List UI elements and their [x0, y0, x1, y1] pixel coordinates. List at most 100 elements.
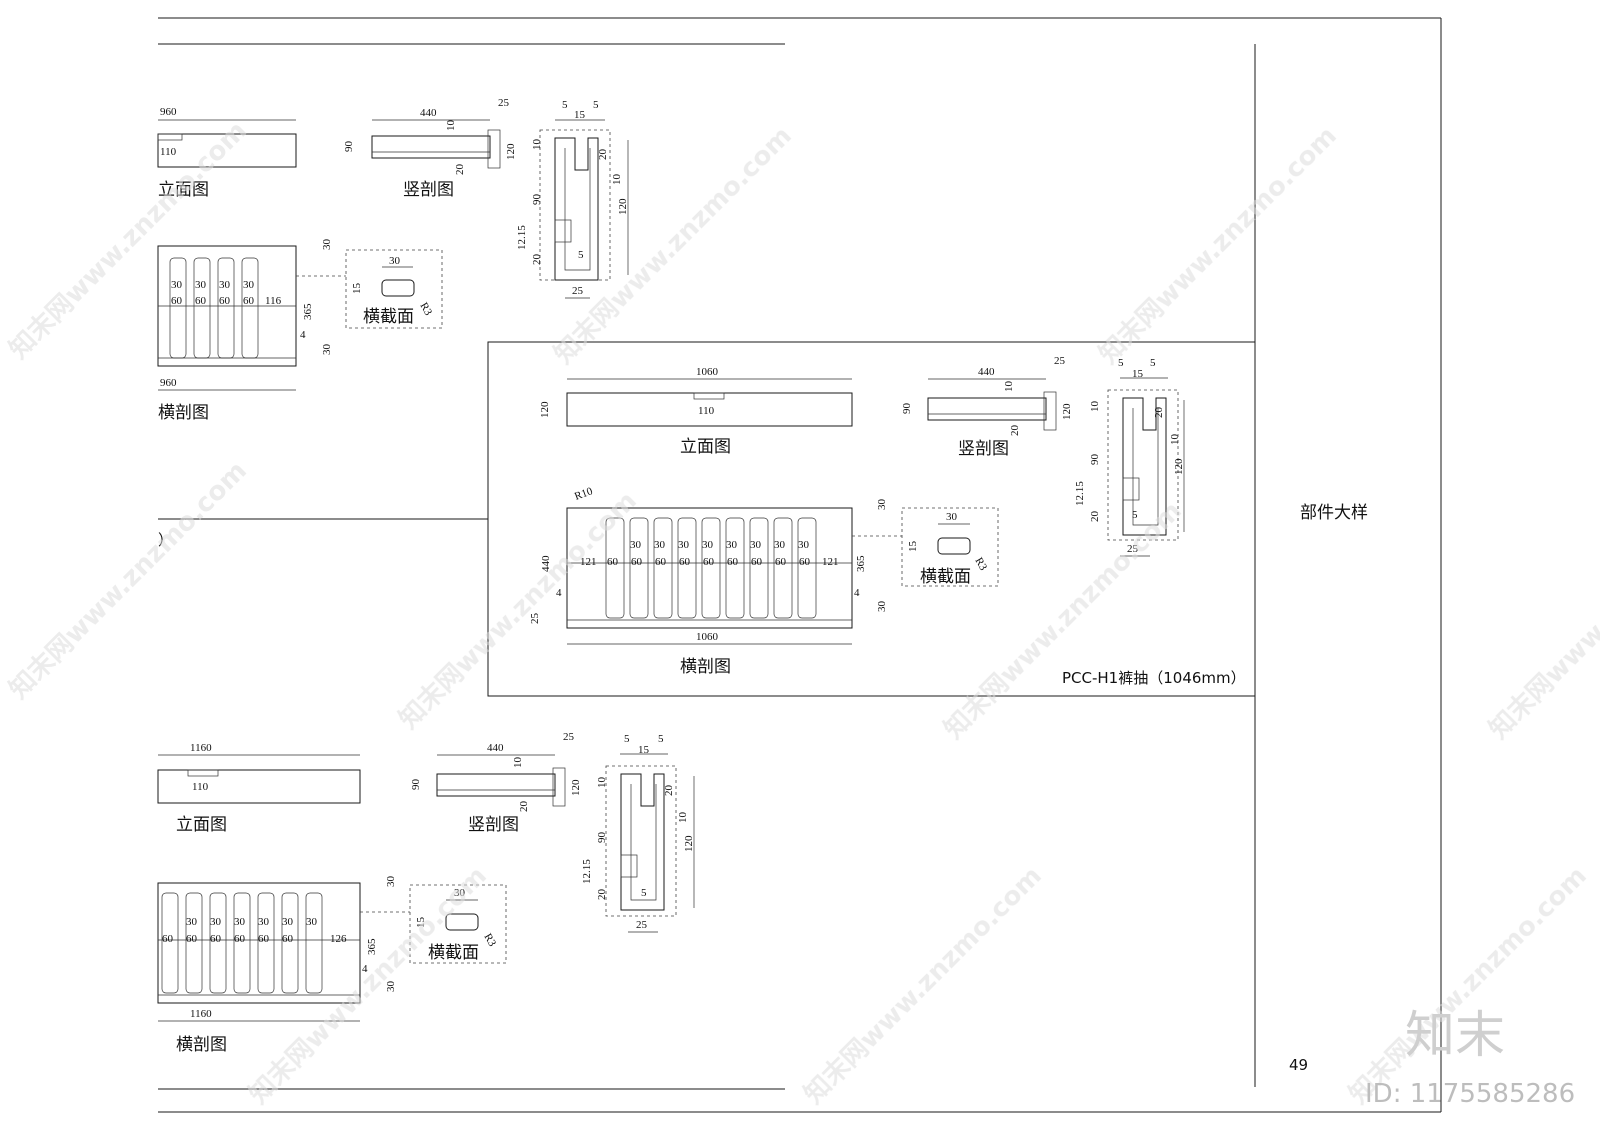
dim-pitch: 60	[171, 295, 183, 307]
drawer-bot-profile: 5 15 5 10 90 12.15 20 5 20 10 120 25	[581, 733, 695, 933]
dim-width: 1160	[190, 1008, 212, 1020]
dim-len: 440	[978, 366, 995, 378]
dim-slot: 30	[306, 916, 318, 928]
dim-groove2: 20	[1089, 511, 1101, 523]
dim-slot: 30	[702, 539, 714, 551]
slot	[193, 257, 211, 359]
dim-top-b: 15	[574, 109, 586, 121]
dim-slot: 30	[774, 539, 786, 551]
dim-spacer: 12.15	[581, 859, 593, 884]
view-label-cross: 横截面	[920, 567, 971, 587]
slot	[677, 517, 697, 619]
dim-lip: 10	[445, 120, 457, 132]
dim-cw: 30	[389, 255, 401, 267]
page-number: 49	[1289, 1056, 1308, 1074]
id-label: ID: 1175585286	[1365, 1079, 1575, 1109]
dim-slot: 30	[171, 279, 183, 291]
drawer-mid-frame	[487, 341, 1256, 697]
dim-total: 120	[1061, 403, 1073, 420]
dim-slot: 30	[186, 916, 198, 928]
drawer-mid-vsection: 440 25 90 10 20 120 竖剖图	[901, 355, 1073, 459]
slot	[701, 517, 721, 619]
dim-pitch: 60	[631, 556, 643, 568]
dim-groove: 20	[518, 801, 530, 813]
dim-depth: 365	[302, 303, 314, 320]
dim-h2: 90	[531, 194, 543, 206]
dim-notch: 5	[641, 887, 647, 899]
dim-top-a2: 5	[593, 99, 599, 111]
dim-lip2: 10	[596, 777, 608, 789]
dim-radius: R10	[573, 485, 595, 503]
dim-edge: 30	[321, 344, 333, 356]
dim-total2: 120	[617, 198, 629, 215]
dim-handle: 110	[698, 405, 715, 417]
dim-edge: 30	[385, 981, 397, 993]
dim-pitch: 60	[210, 933, 222, 945]
drawer-bot-elevation: 1160 110 立面图	[157, 742, 361, 835]
drawer-bot-cross: 30 15 R3 横截面	[360, 884, 507, 964]
view-label-hsection: 横剖图	[158, 403, 209, 423]
dim-groove2: 20	[596, 889, 608, 901]
dim-pitch: 60	[219, 295, 231, 307]
view-label-cross: 横截面	[428, 943, 479, 963]
dim-height: 120	[539, 401, 551, 418]
dim-slot: 30	[282, 916, 294, 928]
drawer-caption: PCC-H1裤抽（1046mm）	[1062, 669, 1246, 687]
dim-base: 25	[572, 285, 584, 297]
dim-pitch: 60	[703, 556, 715, 568]
dim-lip3: 10	[1169, 434, 1181, 446]
slot	[217, 257, 235, 359]
dim-handle: 110	[192, 781, 209, 793]
dim-end: 116	[265, 295, 282, 307]
dim-top-a: 5	[624, 733, 630, 745]
dim-edge: 30	[321, 239, 333, 251]
dim-pitch: 60	[258, 933, 270, 945]
drawer-mid-elevation: 1060 110 120 立面图	[539, 366, 853, 457]
slot	[233, 892, 251, 994]
dim-pitch: 60	[775, 556, 787, 568]
slot	[169, 257, 187, 359]
watermark-text: 知末网www.znzmo.com	[549, 121, 798, 370]
watermark-text: 知末网www.znzmo.com	[244, 861, 493, 1110]
dim-slot: 30	[210, 916, 222, 928]
drawer-top-elevation: 960 110 立面图	[157, 106, 297, 200]
slot	[161, 892, 179, 994]
dim-cw: 30	[946, 511, 958, 523]
dim-groove3: 20	[663, 785, 675, 797]
watermark-layer: 知末网www.znzmo.com 知末网www.znzmo.com 知末网www…	[4, 116, 1600, 1110]
slot	[797, 517, 817, 619]
dim-base: 25	[1127, 543, 1139, 555]
slot	[209, 892, 227, 994]
dim-rail: 4	[556, 587, 562, 599]
dim-depth: 440	[540, 555, 552, 572]
dim-slot: 30	[234, 916, 246, 928]
dim-groove3: 20	[597, 149, 609, 161]
dim-slot: 30	[798, 539, 810, 551]
sheet-frame: 部件大样 49	[158, 17, 1442, 1113]
dim-width: 1060	[696, 631, 719, 643]
watermark-text: 知末网www.znzmo.com	[799, 861, 1048, 1110]
dim-edge: 30	[876, 601, 888, 613]
dim-inner-depth: 365	[855, 555, 867, 572]
slot	[241, 257, 259, 359]
drawer-mid-hsection: R10 30 30 30 30 30 30 30 30 121 60 60	[529, 485, 888, 677]
slot-row	[605, 517, 817, 619]
dim-pitch: 60	[679, 556, 691, 568]
dim-total: 120	[505, 143, 517, 160]
dim-rail: 4	[300, 329, 306, 341]
dim-cr: R3	[972, 556, 989, 574]
slot	[725, 517, 745, 619]
dim-ch: 15	[415, 917, 427, 929]
dim-cr: R3	[481, 932, 498, 950]
dim-top-a2: 5	[1150, 357, 1156, 369]
dim-depth: 365	[366, 938, 378, 955]
dim-top-a2: 5	[658, 733, 664, 745]
dim-end: 126	[330, 933, 347, 945]
slot	[629, 517, 649, 619]
dim-pitch: 60	[243, 295, 255, 307]
view-label-vsection: 竖剖图	[468, 815, 519, 835]
dim-slot: 30	[630, 539, 642, 551]
watermark-text: 知末网www.znzmo.com	[4, 116, 253, 365]
dim-pitch: 60	[607, 556, 619, 568]
